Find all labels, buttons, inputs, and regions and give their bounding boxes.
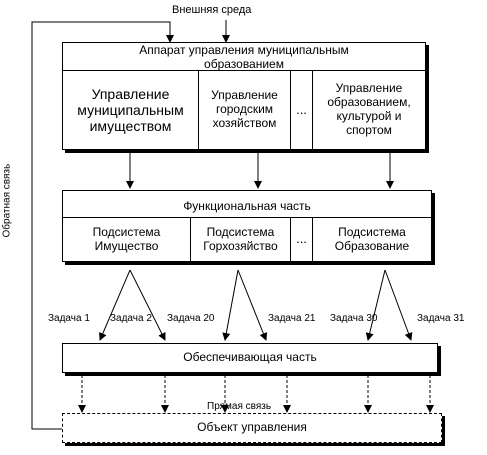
task-label-20: Задача 20 (167, 313, 215, 324)
task-label-21: Задача 21 (268, 313, 316, 324)
functional-cell-education: Подсистема Образование (334, 224, 410, 253)
apparatus-divider (63, 70, 425, 71)
task-arrow-31 (384, 269, 413, 341)
task-arrow-21 (237, 269, 268, 341)
task-arrow-2 (129, 269, 166, 341)
supporting-box: Обеспечивающая часть (62, 343, 438, 373)
feedback-line (31, 21, 174, 430)
external-env-label: Внешняя среда (172, 4, 252, 16)
object-box: Объект управления (62, 413, 442, 443)
apparatus-cell-ellipsis: ... (291, 71, 313, 149)
object-label: Объект управления (197, 420, 307, 435)
functional-cell-ellipsis: ... (291, 218, 313, 261)
apparatus-title: Аппарат управления муниципальным образов… (139, 43, 349, 71)
apparatus-cell-city-economy: Управление городским хозяйством (199, 71, 291, 149)
functional-cell-property: Подсистема Имущество (63, 218, 191, 261)
apparatus-cell-property: Управление муниципальным имуществом (63, 71, 199, 149)
feedback-label: Обратная связь (1, 163, 13, 238)
functional-cell-city-economy: Подсистема Горхозяйство (191, 218, 291, 261)
task-label-31: Задача 31 (417, 313, 465, 324)
task-label-30: Задача 30 (330, 313, 378, 324)
supporting-label: Обеспечивающая часть (183, 350, 317, 365)
task-label-1: Задача 1 (48, 313, 90, 324)
functional-title: Функциональная часть (183, 199, 311, 213)
apparatus-box: Аппарат управления муниципальным образов… (62, 42, 426, 150)
direct-link-label: Прямая связь (207, 401, 272, 412)
task-arrow-30 (365, 269, 386, 341)
apparatus-cell-education: Управление образованием, культурой и спо… (327, 81, 411, 137)
functional-box: Функциональная часть Подсистема Имуществ… (62, 190, 432, 262)
task-arrow-20 (222, 269, 239, 341)
functional-divider (63, 217, 431, 218)
task-label-2: Задача 2 (110, 313, 152, 324)
task-arrow-1 (99, 269, 131, 341)
